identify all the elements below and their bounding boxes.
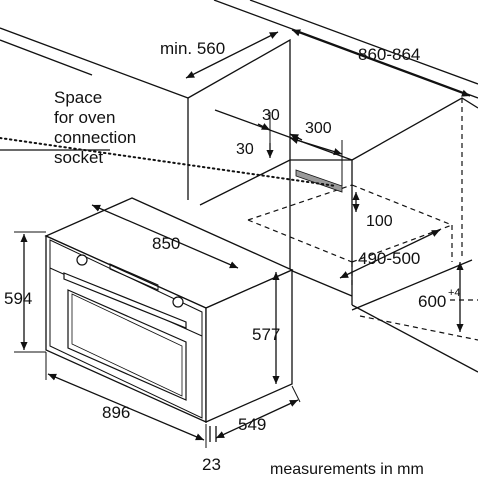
dimension-lines — [14, 29, 471, 448]
label-niche-gap: 100 — [366, 213, 393, 230]
cabinet-niche — [0, 0, 478, 373]
label-front-offset: 23 — [202, 455, 221, 474]
label-min-depth: min. 560 — [160, 39, 225, 58]
socket-note-line-4: socket — [54, 148, 103, 167]
label-oven-height: 594 — [4, 289, 32, 308]
label-socket-width: 300 — [305, 120, 332, 137]
label-oven-width: 896 — [102, 403, 130, 422]
label-niche-width: 860-864 — [358, 45, 420, 64]
right-knob-icon — [172, 296, 184, 308]
socket-note-line-2: for oven — [54, 108, 115, 127]
dimension-labels: min. 560 860-864 Space for oven connecti… — [4, 39, 461, 478]
left-knob-icon — [76, 254, 88, 266]
label-oven-width-top: 850 — [152, 234, 180, 253]
label-niche-height-tolerance: +4 — [448, 287, 461, 299]
label-niche-height: 600 — [418, 292, 446, 311]
label-unit-note: measurements in mm — [270, 461, 424, 478]
label-offset-30-side: 30 — [236, 141, 254, 158]
socket-note-line-1: Space — [54, 88, 102, 107]
label-niche-depth: 490-500 — [358, 249, 420, 268]
label-front-depth: 549 — [238, 415, 266, 434]
socket-note-line-3: connection — [54, 128, 136, 147]
label-oven-depth: 577 — [252, 325, 280, 344]
label-offset-30-top: 30 — [262, 107, 280, 124]
